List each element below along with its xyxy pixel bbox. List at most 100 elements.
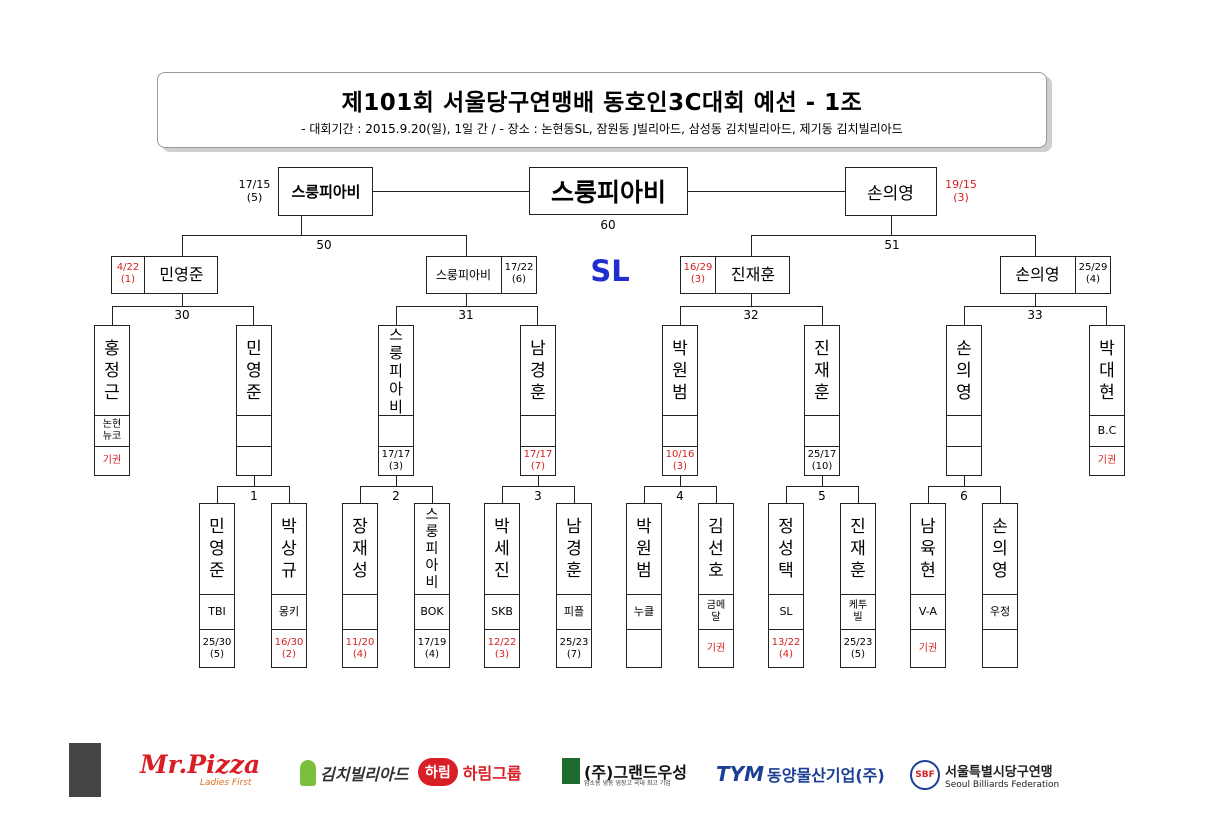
player-name-char: 박 (636, 517, 652, 537)
player-club-cell: TBI (199, 594, 235, 630)
player-name-char: 손 (956, 338, 972, 359)
player-score-cell: 10/16(3) (662, 446, 698, 476)
player-club-cell: 금메 달 (698, 594, 734, 630)
player-name-char: 상 (281, 539, 297, 559)
player-club-cell: 몽키 (271, 594, 307, 630)
bracket-line (928, 486, 929, 504)
finalist-right-score-cell (936, 167, 986, 216)
sbf-logo: 서울특별시당구연맹 (945, 764, 1053, 780)
player-score: 기권 (706, 642, 726, 654)
player-name-char: 진 (850, 517, 866, 537)
player-name-char: 원 (672, 360, 688, 381)
finalist-left-name: 스룽피아비 (291, 183, 361, 201)
bracket-line (688, 191, 846, 192)
sponsor-kimchi: 김치빌리아드 (300, 756, 410, 790)
player-name-box (342, 503, 378, 595)
player-name-char: 스 (389, 325, 403, 344)
match-number: 2 (392, 489, 400, 503)
semifinal-inning: (6) (511, 274, 527, 285)
player-inning: (4) (778, 648, 794, 660)
player-name-char: 훈 (814, 382, 830, 403)
player-name-char: 재 (352, 539, 368, 559)
semifinal-score-cell (111, 256, 145, 294)
player-name-char: 현 (1099, 382, 1115, 403)
player-score: 13/22 (771, 636, 801, 648)
footer-bar (69, 743, 101, 797)
player-score: 10/16 (665, 449, 695, 460)
player-club-cell: 피플 (556, 594, 592, 630)
bracket-line (502, 486, 575, 487)
sbf-badge: SBF (910, 760, 940, 790)
match-number: 30 (174, 308, 190, 322)
player-score-cell: 25/23(5) (840, 629, 876, 668)
player-club-cell: V-A (910, 594, 946, 630)
bracket-line (537, 306, 538, 326)
player-score-cell: 기권 (698, 629, 734, 668)
player-name-char: 비 (389, 397, 403, 416)
player-name-box (484, 503, 520, 595)
harim-badge: 하림 (418, 758, 458, 786)
player-name-char: 육 (920, 539, 936, 559)
player-score: 12/22 (487, 636, 517, 648)
bracket-line (822, 476, 823, 487)
player-name-char: 호 (708, 561, 724, 581)
bracket-line (1000, 486, 1001, 504)
player-name-box (982, 503, 1018, 595)
player-score-cell (236, 446, 272, 476)
bracket-line (680, 476, 681, 487)
mrpizza-logo: Mr.Pizza (140, 750, 261, 779)
bracket-line (822, 306, 823, 326)
bracket-line (751, 235, 752, 257)
player-name-box (804, 325, 840, 416)
tym-logo: 동양물산기업(주) (767, 766, 885, 785)
finalist-right-score: 19/15 (945, 178, 977, 191)
semifinal-name: 진재훈 (730, 265, 776, 284)
player-name-char: 남 (566, 517, 582, 537)
player-name-box (768, 503, 804, 595)
bracket-line (1106, 306, 1107, 326)
player-name-char: 준 (246, 382, 262, 403)
bracket-line (289, 486, 290, 504)
bracket-line (396, 306, 538, 307)
player-inning: (7) (530, 461, 546, 472)
player-name-char: 의 (992, 539, 1008, 559)
player-name-char: 현 (920, 561, 936, 581)
player-club-cell (378, 415, 414, 447)
player-inning: (5) (209, 648, 225, 660)
sponsor-mrpizza: Mr.Pizza Ladies First (140, 752, 280, 796)
player-name-char: 재 (814, 360, 830, 381)
match-number: 31 (458, 308, 474, 322)
player-name-char: 진 (494, 561, 510, 581)
player-name-char: 훈 (850, 561, 866, 581)
player-score-cell: 17/19(4) (414, 629, 450, 668)
player-score-cell: 12/22(3) (484, 629, 520, 668)
player-name-char: 영 (956, 382, 972, 403)
player-club-cell (236, 415, 272, 447)
player-name-char: 홍 (104, 338, 120, 359)
player-name-char: 범 (636, 561, 652, 581)
bracket-line (680, 306, 823, 307)
player-score: 기권 (918, 642, 938, 654)
player-score: 11/20 (345, 636, 375, 648)
bracket-line (964, 306, 965, 326)
finalist-left-inning: (5) (246, 191, 263, 204)
page-title: 제101회 서울당구연맹배 동호인3C대회 예선 - 1조 (341, 90, 863, 116)
player-name-char: 남 (920, 517, 936, 537)
player-club-cell: SL (768, 594, 804, 630)
bracket-line (373, 191, 530, 192)
grandwoosung-logo: (주)그랜드우성 (584, 763, 687, 782)
player-score-cell: 17/17(3) (378, 446, 414, 476)
match-number: 3 (534, 489, 542, 503)
